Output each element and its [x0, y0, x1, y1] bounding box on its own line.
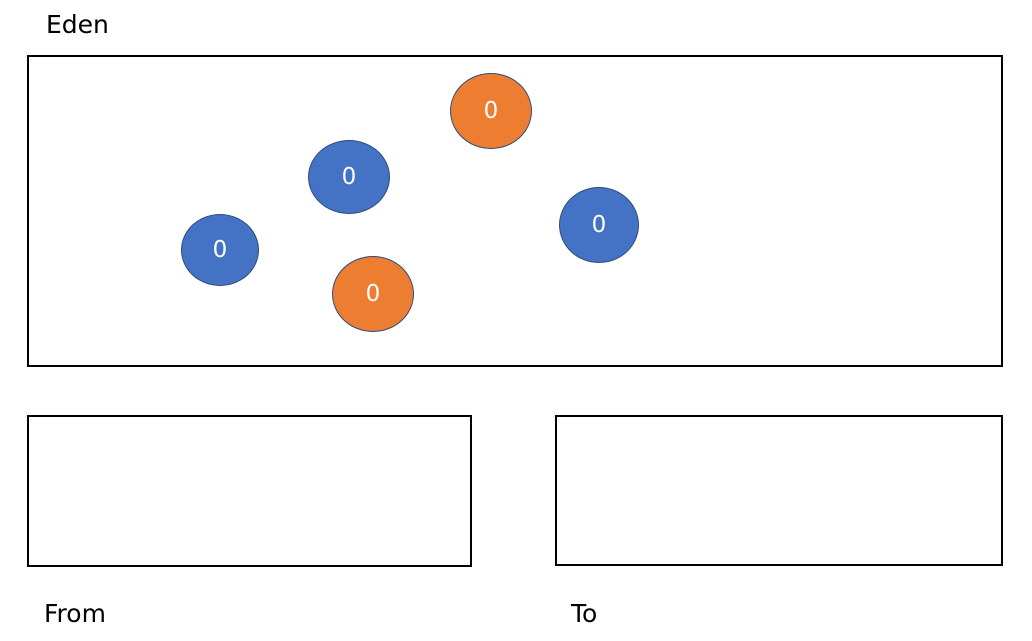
- graph-node[interactable]: 0: [181, 214, 259, 286]
- to-label: To: [571, 599, 598, 628]
- eden-canvas[interactable]: 0 0 0 0 0: [27, 55, 1003, 367]
- graph-node-label: 0: [365, 280, 381, 307]
- graph-node[interactable]: 0: [559, 187, 639, 263]
- to-panel[interactable]: [555, 415, 1003, 566]
- graph-node[interactable]: 0: [308, 140, 390, 214]
- graph-node-label: 0: [341, 163, 357, 190]
- graph-node[interactable]: 0: [332, 256, 414, 332]
- graph-node-label: 0: [483, 97, 499, 124]
- page-title: Eden: [46, 10, 109, 39]
- graph-node-label: 0: [212, 236, 228, 263]
- from-label: From: [44, 599, 106, 628]
- graph-node-label: 0: [591, 211, 607, 238]
- graph-node[interactable]: 0: [450, 73, 532, 149]
- from-panel[interactable]: [27, 415, 472, 567]
